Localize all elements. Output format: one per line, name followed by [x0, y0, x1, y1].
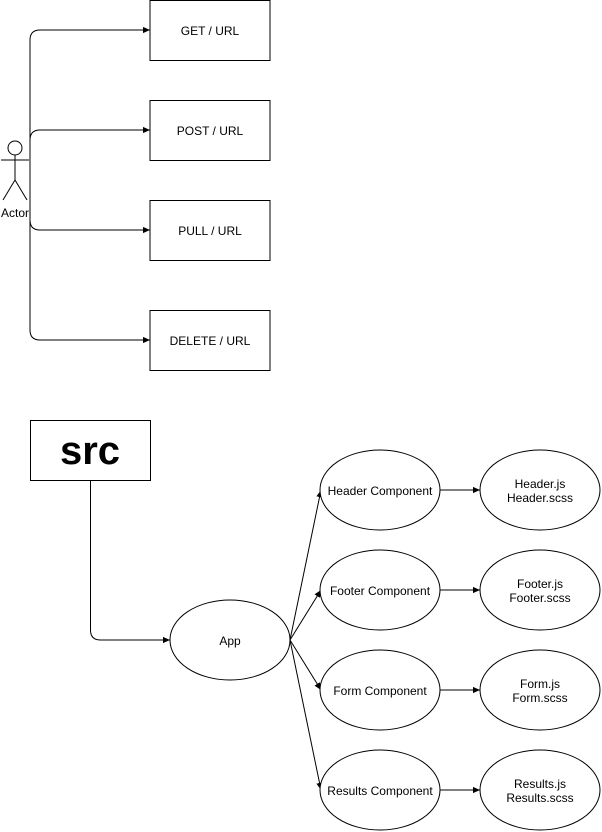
actor-figure[interactable]: Actor	[1, 140, 29, 220]
edge-actor-post	[29, 126, 150, 160]
form-component-node[interactable]: Form Component	[319, 649, 441, 731]
edge-app-form	[289, 639, 322, 691]
actor-head	[7, 140, 23, 156]
header-scss-label: Header.scss	[507, 491, 573, 505]
component-connectors	[440, 486, 480, 794]
edge-app-results	[289, 639, 323, 791]
app-label: App	[219, 634, 241, 648]
results-component-label: Results Component	[327, 784, 433, 798]
form-files-node[interactable]: Form.js Form.scss	[479, 649, 601, 731]
edge-actor-get	[29, 26, 150, 160]
edge-app-header	[289, 489, 323, 641]
footer-files-node[interactable]: Footer.js Footer.scss	[479, 549, 601, 631]
actor-label: Actor	[1, 206, 29, 220]
actor-right-leg	[14, 179, 28, 201]
edge-actor-pull	[29, 160, 150, 234]
header-files-node[interactable]: Header.js Header.scss	[479, 449, 601, 531]
edge-actor-delete	[29, 160, 150, 344]
footer-component-node[interactable]: Footer Component	[319, 549, 441, 631]
header-js-label: Header.js	[515, 477, 566, 491]
footer-js-label: Footer.js	[517, 577, 563, 591]
header-component-node[interactable]: Header Component	[319, 449, 441, 531]
request-pull-label: PULL / URL	[178, 224, 242, 238]
form-js-label: Form.js	[520, 677, 560, 691]
request-delete-box[interactable]: DELETE / URL	[149, 310, 271, 371]
src-label: src	[60, 429, 120, 473]
request-delete-label: DELETE / URL	[170, 334, 251, 348]
request-post-label: POST / URL	[177, 124, 244, 138]
footer-component-label: Footer Component	[330, 584, 431, 598]
form-scss-label: Form.scss	[512, 691, 567, 705]
request-get-box[interactable]: GET / URL	[149, 0, 271, 61]
header-component-label: Header Component	[328, 484, 433, 498]
app-connectors	[289, 489, 323, 791]
app-node[interactable]: App	[169, 599, 291, 681]
request-get-label: GET / URL	[181, 24, 240, 38]
form-component-label: Form Component	[333, 684, 427, 698]
results-component-node[interactable]: Results Component	[319, 749, 441, 831]
results-files-node[interactable]: Results.js Results.scss	[479, 749, 601, 831]
edge-app-footer	[289, 589, 322, 641]
src-box[interactable]: src	[30, 420, 151, 481]
results-js-label: Results.js	[514, 777, 566, 791]
request-post-box[interactable]: POST / URL	[149, 100, 271, 161]
footer-scss-label: Footer.scss	[509, 591, 570, 605]
edge-src-app	[90, 480, 170, 644]
actor-left-leg	[2, 179, 16, 201]
results-scss-label: Results.scss	[506, 791, 573, 805]
actor-connectors	[29, 26, 150, 344]
request-pull-box[interactable]: PULL / URL	[149, 200, 271, 261]
